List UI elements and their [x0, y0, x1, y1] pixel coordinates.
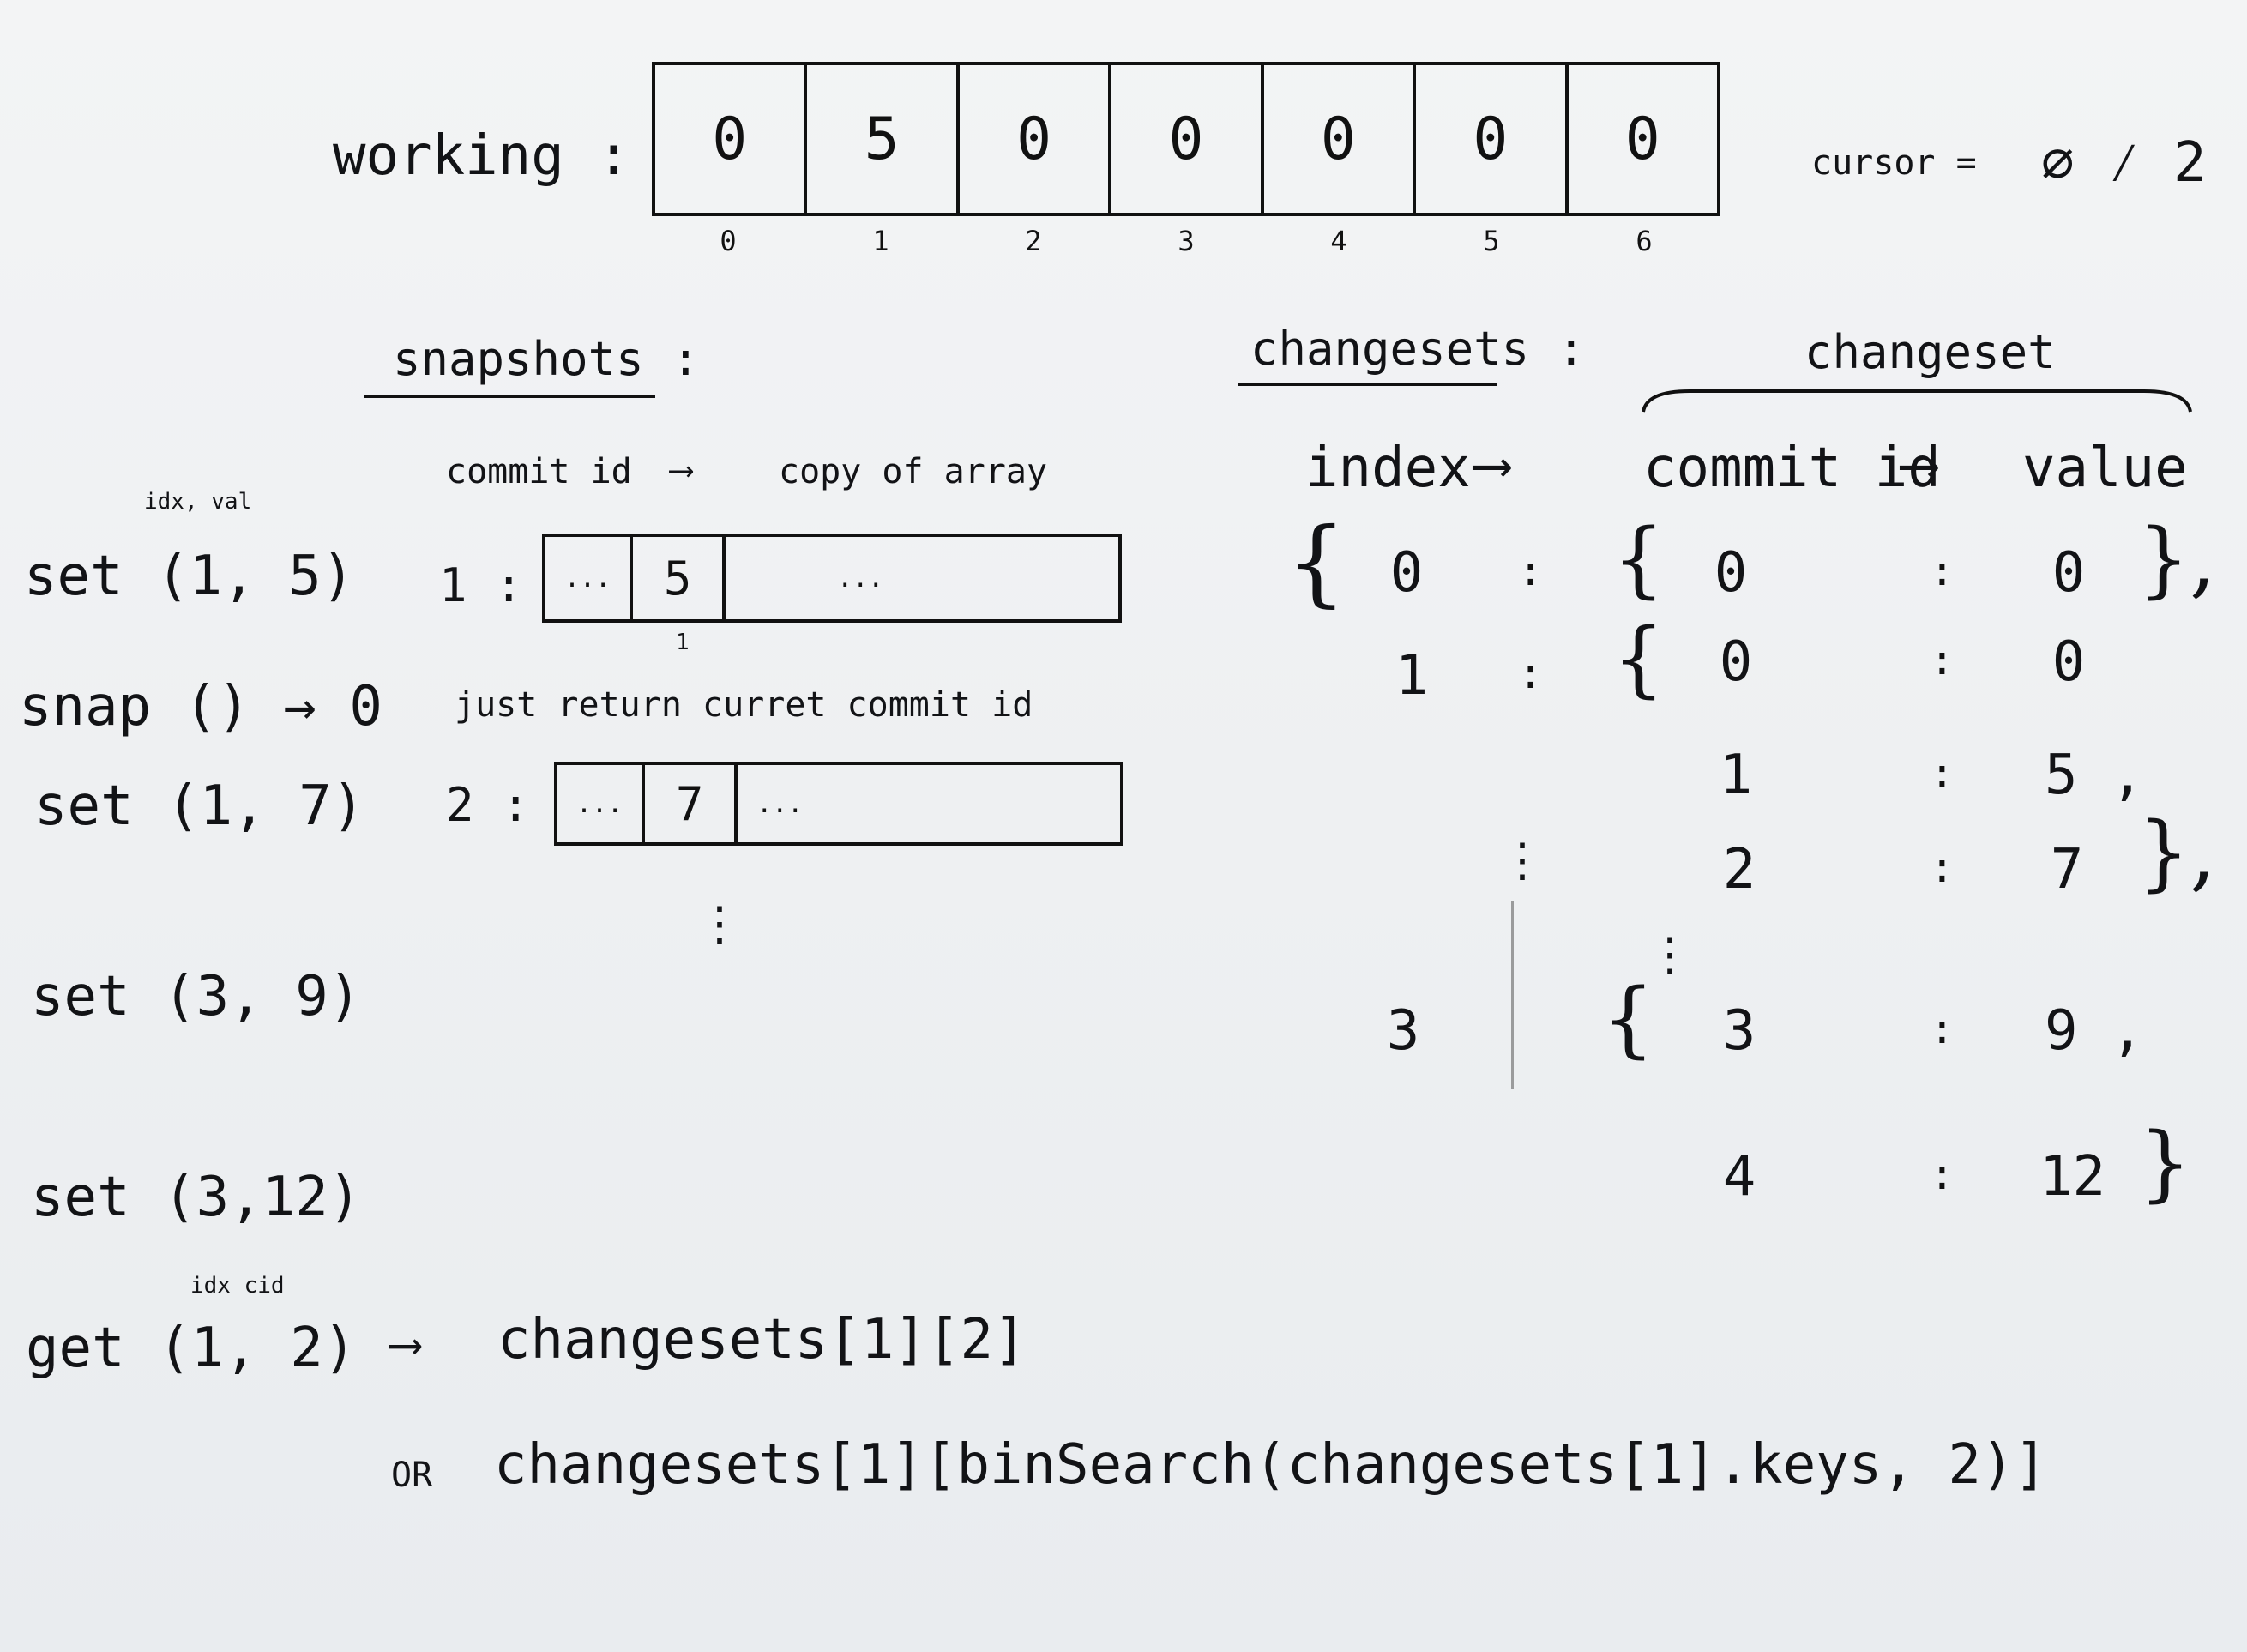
cs-open-brace-3: { — [1602, 971, 1655, 1067]
snapshot-1-dots-right: ... — [837, 563, 884, 594]
cs-value-0: 0 — [2051, 541, 2086, 605]
changeset-group-bracket — [1642, 389, 2192, 413]
snapshot-1-dots-left: ... — [564, 563, 611, 594]
col-arrow-1: ⟶ — [1475, 433, 1509, 497]
col-index-header: index — [1305, 437, 1471, 500]
faint-divider-line — [1511, 901, 1514, 1089]
cs-commit-0: 0 — [1714, 541, 1748, 605]
op-set-1-7: set (1, 7) — [34, 775, 365, 838]
get-arrow: ⟶ — [391, 1317, 419, 1371]
op-get: get (1, 2) — [26, 1317, 357, 1380]
working-cell-5: 0 — [1416, 65, 1569, 213]
snapshot-2-dots-left: ... — [576, 788, 623, 819]
snapshot-1-index-label: 1 — [676, 630, 690, 655]
snapshot-1-id: 1 : — [439, 558, 523, 612]
get-result-binsearch: changesets[1][binSearch(changesets[1].ke… — [494, 1433, 2047, 1497]
index-label-2: 2 — [1025, 225, 1042, 257]
cs-commit-1b: 1 — [1719, 744, 1753, 807]
cs-colon-1b: : — [1930, 750, 1955, 798]
working-cell-1: 5 — [807, 65, 960, 213]
cs-commit-3b: 4 — [1722, 1145, 1756, 1209]
cs-colon-0: : — [1930, 547, 1955, 595]
working-cell-6: 0 — [1624, 105, 1660, 173]
snap-note: just return curret commit id — [455, 685, 1033, 725]
changesets-heading-underline — [1238, 383, 1497, 386]
op-set-1-5: set (1, 5) — [24, 545, 355, 608]
working-indices: 0 1 2 3 4 5 6 — [652, 225, 1720, 257]
snapshots-heading: snapshots : — [393, 332, 700, 386]
snapshots-vdots: ⋮ — [696, 896, 743, 950]
snapshots-heading-underline — [364, 395, 655, 398]
op-set-3-9: set (3, 9) — [31, 965, 362, 1028]
idx-cid-note: idx cid — [190, 1273, 285, 1299]
snapshot-1-value: 5 — [630, 537, 726, 619]
cursor-values: ∅ ⁄ 2 — [2041, 131, 2207, 195]
cs-commit-1c: 2 — [1722, 838, 1756, 901]
col-commit-header: commit id — [1643, 437, 1941, 500]
working-cell-2: 0 — [960, 65, 1112, 213]
cs-commit-3a: 3 — [1722, 999, 1756, 1063]
col-value-header: value — [2022, 437, 2188, 500]
snapshots-map-right: copy of array — [779, 452, 1048, 491]
index-label-5: 5 — [1483, 225, 1500, 257]
cs-open-brace-0: { — [1612, 511, 1666, 607]
cs-close-brace-3: } — [2139, 1115, 2192, 1211]
cs-index-colon-1: : — [1518, 650, 1543, 698]
snapshot-2-id: 2 : — [446, 778, 530, 832]
cs-value-1a: 0 — [2051, 630, 2086, 694]
index-label-1: 1 — [872, 225, 889, 257]
col-arrow-2: ⟶ — [1902, 433, 1936, 497]
outer-open-brace: { — [1286, 507, 1346, 617]
op-set-3-12: set (3,12) — [31, 1166, 362, 1229]
snapshot-2-value: 7 — [642, 765, 738, 842]
working-cell-4: 0 — [1264, 65, 1417, 213]
changeset-group-label: changeset — [1804, 325, 2056, 379]
cs-open-brace-1: { — [1612, 611, 1666, 707]
snapshots-map-left: commit id — [446, 452, 632, 491]
cs-index-0: 0 — [1389, 541, 1424, 605]
cs-commit-1a: 0 — [1719, 630, 1753, 694]
index-label-3: 3 — [1178, 225, 1195, 257]
cursor-label: cursor = — [1811, 143, 1977, 183]
get-or: OR — [391, 1456, 433, 1495]
index-label-4: 4 — [1330, 225, 1347, 257]
cs-close-brace-1: }, — [2137, 805, 2216, 901]
snapshot-1-array: ... 5 ... — [542, 534, 1122, 623]
cs-value-3b: 12 — [2039, 1145, 2106, 1209]
working-array: 0 5 0 0 0 0 0 — [652, 62, 1720, 216]
cs-index-colon-0: : — [1518, 547, 1543, 595]
index-label-0: 0 — [720, 225, 737, 257]
cs-close-brace-0: }, — [2137, 511, 2216, 607]
cs-value-1b: 5 , — [2045, 744, 2144, 807]
cs-vdots-index: ⋮ — [1499, 833, 1545, 887]
working-label: working : — [333, 124, 630, 188]
cs-index-3: 3 — [1386, 999, 1420, 1063]
op-snap: snap () → 0 — [19, 675, 383, 739]
index-label-6: 6 — [1636, 225, 1653, 257]
cs-colon-1c: : — [1930, 844, 1955, 892]
cs-index-1: 1 — [1395, 644, 1429, 708]
working-cell-3: 0 — [1111, 65, 1264, 213]
cs-colon-1a: : — [1930, 636, 1955, 684]
snapshot-2-array: ... 7 ... — [554, 762, 1124, 846]
cs-vdots-commit: ⋮ — [1647, 927, 1693, 981]
idx-val-note: idx, val — [144, 489, 252, 515]
cs-value-3a: 9 , — [2045, 999, 2144, 1063]
working-cell-0: 0 — [655, 65, 808, 213]
snapshot-2-dots-right: ... — [756, 788, 804, 819]
cs-colon-3a: : — [1930, 1005, 1955, 1053]
get-result-direct: changesets[1][2] — [497, 1308, 1027, 1372]
cs-colon-3b: : — [1930, 1151, 1955, 1199]
changesets-heading: changesets : — [1250, 322, 1586, 376]
cs-value-1c: 7 — [2050, 838, 2084, 901]
snapshots-map-arrow: ⟶ — [671, 450, 692, 490]
